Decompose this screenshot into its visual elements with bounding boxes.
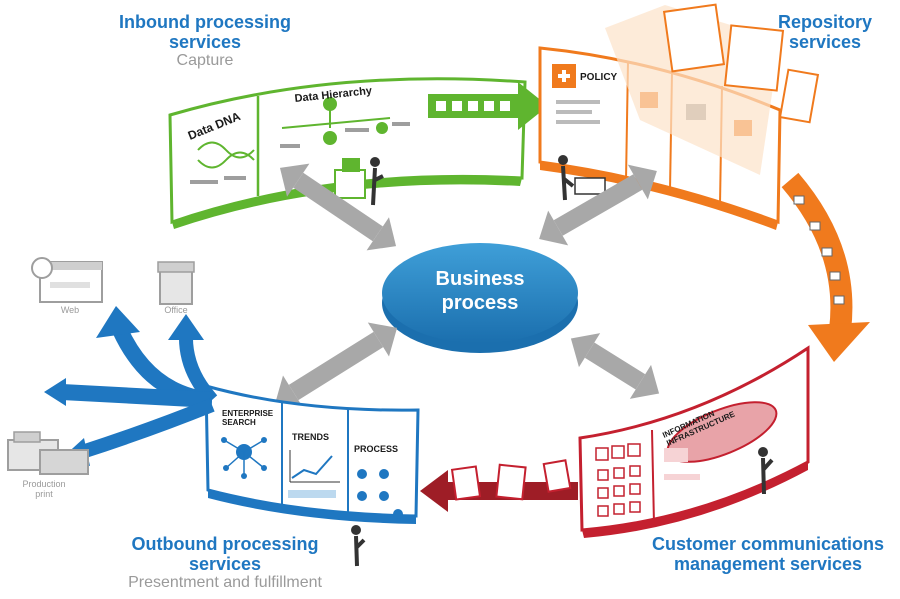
- business-process-label-line2: process: [442, 292, 519, 314]
- ccm-label: Customer communications management servi…: [640, 534, 896, 574]
- ccm-panel: [578, 345, 810, 538]
- web-browser-icon: [31, 257, 103, 303]
- arrow-inbound-center: [279, 163, 397, 251]
- arrow-ccm-center: [570, 333, 660, 399]
- outbound-subtitle: Presentment and fulfillment: [128, 574, 322, 592]
- outbound-search-label-line2: SEARCH: [222, 418, 256, 427]
- inbound-title-line1: Inbound processing: [118, 12, 291, 32]
- outbound-label: Outbound processing services Presentment…: [100, 534, 350, 592]
- production-print-label: Production print: [14, 479, 74, 500]
- inbound-to-repository-arrow: [428, 82, 548, 130]
- repository-panel-label: POLICY: [580, 72, 618, 83]
- outbound-title-line1: Outbound processing: [131, 534, 319, 554]
- arrow-repository-center: [539, 164, 657, 246]
- repository-panel: [538, 3, 820, 230]
- inbound-subtitle: Capture: [176, 52, 234, 70]
- outbound-panel: [204, 384, 420, 567]
- business-process-node: [382, 243, 578, 353]
- business-process-label-line1: Business: [436, 268, 525, 290]
- ccm-to-outbound-arrow: [420, 459, 578, 512]
- inbound-label: Inbound processing services Capture: [100, 12, 310, 70]
- repository-title-line2: services: [788, 32, 862, 53]
- outbound-process-label: PROCESS: [354, 444, 398, 454]
- production-print-line2: print: [35, 488, 53, 499]
- web-label: Web: [60, 305, 80, 315]
- outbound-search-label-line1: ENTERPRISE: [222, 409, 274, 418]
- repository-label: Repository services: [760, 12, 890, 52]
- office-label: Office: [164, 305, 188, 315]
- outbound-trends-label: TRENDS: [292, 432, 329, 442]
- production-printer-icon: [7, 431, 89, 475]
- office-printer-icon: [157, 261, 195, 305]
- ccm-title-line1: Customer communications: [651, 534, 885, 554]
- outbound-title-line2: services: [188, 554, 262, 575]
- outbound-distribution-arrows: [44, 306, 218, 466]
- repository-title-line1: Repository: [777, 12, 873, 32]
- repository-to-ccm-arrow: [781, 172, 870, 362]
- production-print-line1: Production: [22, 479, 66, 489]
- inbound-title-line2: services: [168, 32, 242, 53]
- grey-connector-arrows: [274, 163, 660, 410]
- ccm-title-line2: management services: [673, 554, 863, 575]
